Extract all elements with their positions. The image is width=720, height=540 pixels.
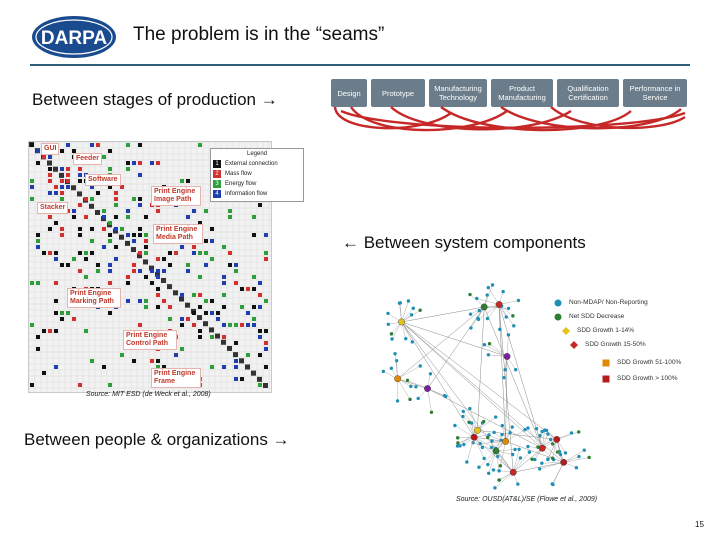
diamond-marker-icon xyxy=(562,327,570,335)
dsm-tag-gui: GUI xyxy=(41,143,60,155)
dsm-legend-title: Legend xyxy=(246,151,268,157)
dsm-legend-num: 1 xyxy=(213,160,221,168)
dsm-tag-control-path: Print Engine Control Path xyxy=(123,330,177,350)
square-marker-icon xyxy=(602,359,610,367)
dsm-tag-marking-path: Print Engine Marking Path xyxy=(67,288,121,308)
program-dependency-network xyxy=(381,283,591,490)
dsm-legend-row: 3 Energy flow xyxy=(211,179,303,189)
circle-marker-icon xyxy=(554,299,562,307)
network-legend-text: SDD Growth 51-100% xyxy=(617,359,682,366)
system-components-label: ← Between system components xyxy=(342,233,586,252)
stage-performance-in-service: Performance in Service xyxy=(623,79,687,107)
network-source: Source: OUSD(AT&L)/SE (Flowe et al., 200… xyxy=(456,496,598,503)
dsm-legend-text: Mass flow xyxy=(225,171,252,177)
people-organizations-label: Between people & organizations → xyxy=(24,430,290,449)
dsm-legend-num: 4 xyxy=(213,190,221,198)
dsm-legend-num: 2 xyxy=(213,170,221,178)
stage-design: Design xyxy=(331,79,367,107)
stage-qualification-certification: Qualification Certification xyxy=(557,79,619,107)
dsm-source: Source: MIT ESD (de Weck et al., 2008) xyxy=(86,391,211,398)
title-divider xyxy=(30,64,690,66)
dsm-tag-frame: Print Engine Frame xyxy=(151,368,201,388)
stage-prototype: Prototype xyxy=(371,79,425,107)
network-legend-text: SDD Growth 15-50% xyxy=(585,341,646,348)
square-marker-icon xyxy=(602,375,610,383)
dsm-legend-row: 1 External connection xyxy=(211,159,303,169)
svg-text:DARPA: DARPA xyxy=(41,28,107,49)
dsm-tag-stacker: Stacker xyxy=(37,202,69,214)
network-legend-text: SDD Growth 1-14% xyxy=(577,327,635,334)
dsm-tag-feeder: Feeder xyxy=(73,153,102,165)
dsm-legend-text: Information flow xyxy=(225,191,268,197)
stage-product-manufacturing: Product Manufacturing xyxy=(491,79,553,107)
dsm-legend: Legend 1 External connection 2 Mass flow… xyxy=(210,148,304,202)
production-stages-label: Between stages of production → xyxy=(32,90,278,109)
circle-marker-icon xyxy=(554,313,562,321)
network-legend-text: Net SDD Decrease xyxy=(569,313,625,320)
dsm-tag-media-path: Print Engine Media Path xyxy=(153,224,203,244)
dsm-tag-image-path: Print Engine Image Path xyxy=(151,186,201,206)
dsm-legend-row: 2 Mass flow xyxy=(211,169,303,179)
network-legend-text: Non-MDAP/ Non-Reporting xyxy=(569,299,648,306)
network-legend-text: SDD Growth > 100% xyxy=(617,375,678,382)
diamond-marker-icon xyxy=(570,341,578,349)
dsm-legend-text: External connection xyxy=(225,161,278,167)
slide-title: The problem is in the “seams” xyxy=(133,24,385,45)
page-number: 15 xyxy=(695,520,704,529)
stage-manufacturing-technology: Manufacturing Technology xyxy=(429,79,487,107)
seam-arrows xyxy=(333,106,686,132)
network-legend: Non-MDAP/ Non-Reporting Net SDD Decrease… xyxy=(554,297,704,387)
dsm-tag-software: Software xyxy=(85,174,121,186)
production-stages-diagram: Design Prototype Manufacturing Technolog… xyxy=(331,79,689,137)
dsm-legend-text: Energy flow xyxy=(225,181,257,187)
darpa-logo: DARPA xyxy=(30,14,118,60)
dsm-legend-num: 3 xyxy=(213,180,221,188)
dsm-legend-row: 4 Information flow xyxy=(211,189,303,199)
